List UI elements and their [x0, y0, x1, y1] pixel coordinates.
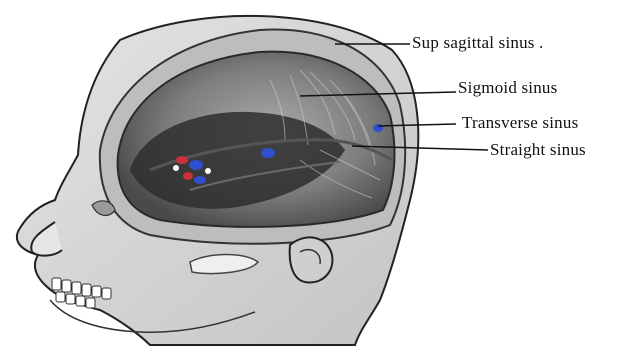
label-straight-sinus: Straight sinus [490, 140, 586, 160]
label-sup-sagittal-sinus: Sup sagittal sinus . [412, 33, 544, 53]
label-transverse-sinus: Transverse sinus [462, 113, 578, 133]
ear [290, 237, 333, 282]
label-sigmoid-sinus: Sigmoid sinus [458, 78, 557, 98]
